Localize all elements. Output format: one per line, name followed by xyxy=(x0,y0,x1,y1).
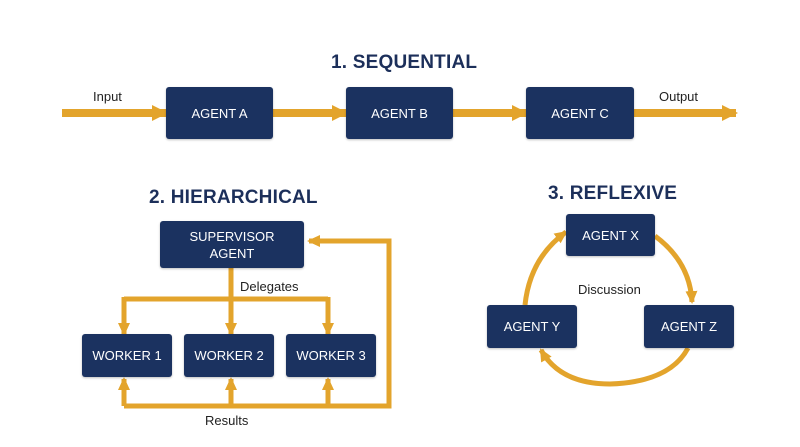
supervisor-agent-box: SUPERVISOR AGENT xyxy=(160,221,304,268)
reflexive-title: 3. REFLEXIVE xyxy=(548,183,678,204)
agent-y-to-agent-x-arc xyxy=(522,229,568,306)
hierarchical-connectors xyxy=(118,235,392,409)
reflexive-connectors xyxy=(522,229,698,387)
agent-z-box: AGENT Z xyxy=(644,305,734,348)
agent-c-box: AGENT C xyxy=(526,87,634,139)
output-label: Output xyxy=(659,89,699,104)
agent-y-label: AGENT Y xyxy=(503,319,561,334)
agent-b-box: AGENT B xyxy=(346,87,453,139)
worker-1-box: WORKER 1 xyxy=(82,334,172,377)
worker-2-box: WORKER 2 xyxy=(184,334,274,377)
agent-a-box: AGENT A xyxy=(166,87,273,139)
worker-2-label: WORKER 2 xyxy=(194,348,264,363)
agent-x-label: AGENT X xyxy=(582,227,639,243)
agent-b-label: AGENT B xyxy=(371,105,428,121)
agent-x-to-agent-z-arc xyxy=(653,233,698,304)
worker-1-label: WORKER 1 xyxy=(92,348,162,363)
worker-3-box: WORKER 3 xyxy=(286,334,376,377)
sequential-title: 1. SEQUENTIAL xyxy=(331,52,478,73)
agent-y-box: AGENT Y xyxy=(487,305,577,348)
delegates-label: Delegates xyxy=(240,279,299,294)
discussion-label: Discussion xyxy=(578,282,641,297)
results-label: Results xyxy=(205,413,249,428)
input-label: Input xyxy=(93,89,122,104)
hierarchical-title: 2. HIERARCHICAL xyxy=(149,187,318,208)
results-return-arrow xyxy=(307,235,392,409)
supervisor-label-line-2: AGENT xyxy=(209,245,255,261)
agent-z-to-agent-y-arc xyxy=(538,346,691,387)
agent-z-label: AGENT Z xyxy=(660,319,718,334)
supervisor-label-line-1: SUPERVISOR xyxy=(189,228,275,244)
agent-a-label: AGENT A xyxy=(191,105,248,121)
agent-c-label: AGENT C xyxy=(551,105,609,121)
worker-3-label: WORKER 3 xyxy=(296,348,366,363)
agent-x-box: AGENT X xyxy=(566,214,655,256)
